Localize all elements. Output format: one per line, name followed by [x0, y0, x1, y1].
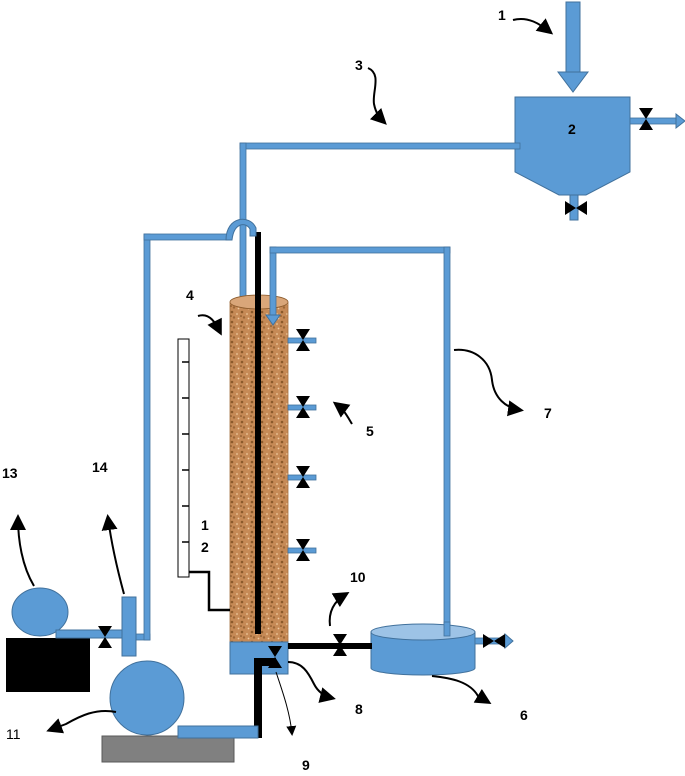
left-pump: [6, 587, 123, 692]
central-tube: [255, 232, 261, 634]
bottom-line-leader: [275, 671, 297, 736]
left-pump-leader: [10, 514, 35, 587]
feed-line: [239, 142, 521, 304]
label-4: 4: [186, 287, 194, 303]
level-scale: [177, 338, 230, 612]
bottom-valve-leader: [287, 661, 336, 703]
label-1: 1: [498, 7, 506, 23]
label-11: 11: [6, 726, 21, 742]
label-9: 9: [302, 757, 310, 773]
flow-meter-leader: [101, 514, 125, 595]
scale-mark-2: 2: [201, 539, 209, 555]
effluent-tank-leader: [431, 675, 492, 705]
drain-valve-leader: [328, 591, 350, 627]
effluent-line-leader: [453, 348, 524, 417]
drain-line: [288, 643, 372, 649]
feed-inlet-arrow-icon: [557, 1, 589, 93]
label-8: 8: [355, 701, 363, 717]
sampling-ports: [287, 337, 317, 554]
column-leader: [197, 314, 222, 336]
tank-overflow-outlet: [629, 112, 685, 130]
sampling-ports-leader: [332, 401, 353, 425]
label-14: 14: [92, 459, 108, 475]
bottom-pump-leader: [46, 710, 117, 734]
bottom-line: [254, 658, 276, 738]
label-7: 7: [544, 405, 552, 421]
effluent-outlet-valve-icon[interactable]: [483, 634, 505, 648]
label-5: 5: [366, 423, 374, 439]
feed-inlet-leader: [512, 18, 554, 35]
label-3: 3: [355, 57, 363, 73]
scale-mark-1: 1: [201, 517, 209, 533]
label-13: 13: [2, 465, 18, 481]
label-6: 6: [520, 707, 528, 723]
label-10: 10: [350, 569, 366, 585]
feed-line-leader: [367, 67, 387, 125]
feed-tank: [514, 96, 631, 221]
label-2-tank: 2: [568, 121, 576, 137]
effluent-tank: [370, 621, 476, 676]
bottom-pump: [101, 660, 259, 763]
flow-meter: [121, 596, 137, 657]
